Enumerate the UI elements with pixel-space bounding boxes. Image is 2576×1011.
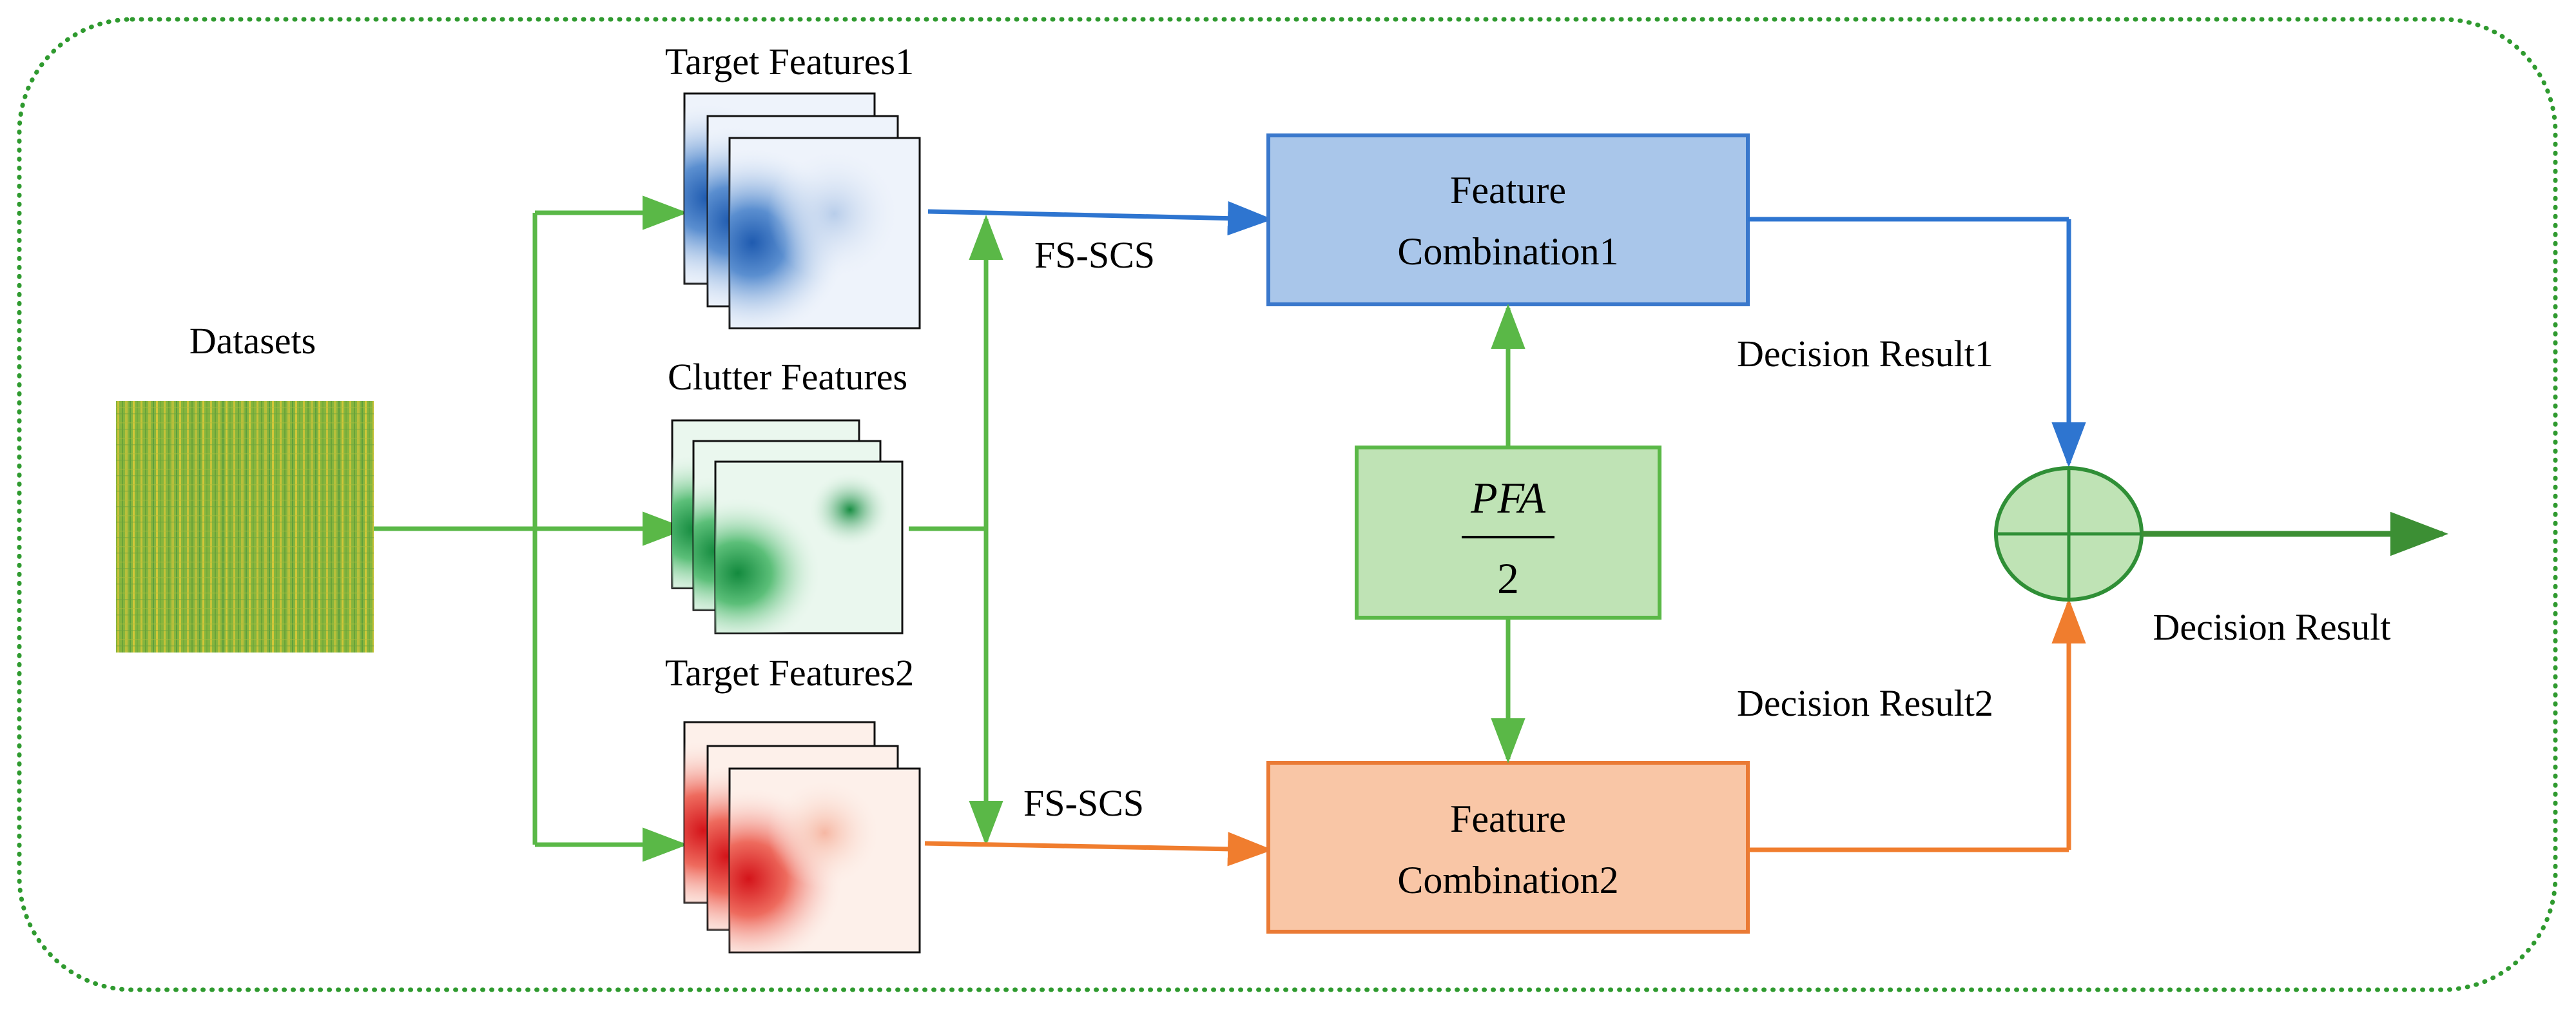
heatmap-stack-blue bbox=[683, 92, 921, 329]
datasets-label: Datasets bbox=[189, 320, 316, 362]
feature-combination-1-box: Feature Combination1 bbox=[1266, 133, 1750, 306]
heatmap-stack-green bbox=[671, 419, 904, 634]
target2-to-combination2-arrow bbox=[924, 832, 1273, 867]
decision-result-2-arrow bbox=[1748, 598, 2086, 852]
outer-dotted-frame bbox=[17, 17, 2558, 992]
decision-result-2-label: Decision Result2 bbox=[1737, 682, 1993, 724]
pfa-denominator: 2 bbox=[1497, 554, 1519, 603]
fs-scs-bottom-label: FS-SCS bbox=[1023, 782, 1144, 824]
heatmap-stack-red bbox=[683, 721, 921, 954]
dataset-image bbox=[116, 401, 374, 653]
target1-to-combination1-arrow bbox=[927, 201, 1273, 236]
feature-combination-2-box: Feature Combination2 bbox=[1266, 761, 1750, 934]
decision-result-1-label: Decision Result1 bbox=[1737, 333, 1993, 375]
decision-result-label: Decision Result bbox=[2153, 606, 2391, 648]
pfa-half-box: PFA 2 bbox=[1355, 446, 1661, 620]
feature-combination-1-line1: Feature bbox=[1450, 169, 1566, 211]
feature-combination-2-line1: Feature bbox=[1450, 798, 1566, 840]
clutter-features-label: Clutter Features bbox=[668, 356, 907, 398]
clutter-feature-connector bbox=[909, 215, 1003, 846]
target-features-1-label: Target Features1 bbox=[665, 41, 914, 83]
feature-combination-2-line2: Combination2 bbox=[1397, 859, 1618, 901]
fs-scs-top-label: FS-SCS bbox=[1034, 234, 1155, 276]
fusion-circle-plus-icon bbox=[1994, 466, 2144, 602]
dataset-branch-connector bbox=[374, 195, 688, 862]
target-features-2-label: Target Features2 bbox=[665, 652, 914, 694]
feature-combination-1-line2: Combination1 bbox=[1397, 230, 1618, 273]
decision-result-1-arrow bbox=[1748, 217, 2086, 467]
pfa-numerator: PFA bbox=[1470, 473, 1545, 522]
